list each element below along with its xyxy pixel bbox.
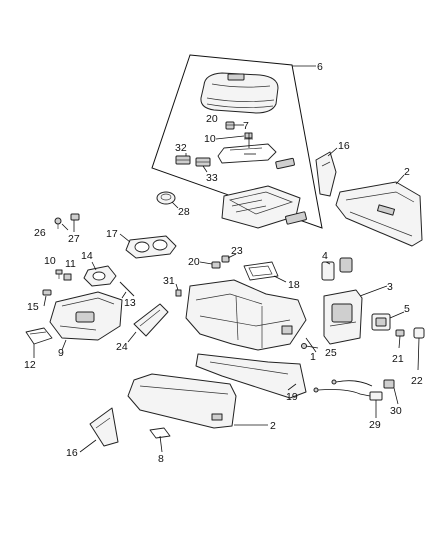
lid-assembly-frame — [151, 54, 323, 229]
plug-22 — [413, 327, 425, 339]
callout-25: 25 — [325, 347, 337, 359]
callout-9: 9 — [58, 347, 64, 359]
callout-28: 28 — [178, 206, 190, 218]
callout-16b: 16 — [66, 447, 78, 459]
outlet-bezel — [371, 313, 391, 331]
callout-14: 14 — [81, 250, 93, 262]
callout-18: 18 — [288, 279, 300, 291]
floor-pad — [243, 261, 279, 281]
trim-strip — [119, 281, 135, 297]
clip-23 — [221, 255, 230, 263]
callout-13: 13 — [124, 297, 136, 309]
side-trim-panel-lower — [127, 373, 237, 429]
switch-4 — [321, 257, 353, 281]
side-rail — [133, 303, 169, 337]
screw-upper — [244, 132, 253, 140]
callout-30: 30 — [390, 405, 402, 417]
callout-4: 4 — [322, 250, 328, 262]
lid-hinge-left — [175, 155, 191, 165]
lid-hinge-right — [195, 157, 211, 167]
callout-22: 22 — [411, 375, 423, 387]
fastener-26 — [54, 217, 62, 229]
callout-15: 15 — [27, 301, 39, 313]
callout-21: 21 — [392, 353, 404, 365]
leader-lines — [33, 65, 420, 453]
front-bezel — [49, 291, 123, 341]
cupholder-liner — [83, 265, 117, 287]
side-trim-panel-upper — [335, 181, 423, 247]
callout-8: 8 — [158, 453, 164, 465]
callout-31: 31 — [163, 275, 175, 287]
rear-panel — [323, 289, 363, 345]
callout-29: 29 — [369, 419, 381, 431]
callout-26: 26 — [34, 227, 46, 239]
callout-3: 3 — [387, 281, 393, 293]
callout-7: 7 — [243, 120, 249, 132]
armrest-lid — [200, 72, 279, 114]
callout-24: 24 — [116, 341, 128, 353]
clip-15 — [42, 289, 52, 296]
bolt-31 — [175, 289, 182, 297]
callout-19: 19 — [286, 391, 298, 403]
callout-2b: 2 — [270, 420, 276, 432]
callout-11: 11 — [65, 258, 76, 270]
side-cover-lower — [89, 407, 119, 447]
side-cover-upper — [315, 151, 337, 197]
lid-liner-plate — [217, 143, 277, 164]
callout-17: 17 — [106, 228, 118, 240]
fastener-25 — [301, 343, 307, 349]
callout-33: 33 — [206, 172, 218, 184]
callout-1: 1 — [310, 351, 316, 363]
floor-mat — [25, 327, 53, 345]
hinge-bracket — [275, 157, 295, 170]
wiring-harness — [313, 379, 395, 401]
cup-insert — [156, 191, 176, 205]
fastener-27 — [70, 213, 80, 221]
screw-left-10 — [55, 269, 63, 279]
small-pad — [149, 427, 171, 439]
callout-10a: 10 — [204, 133, 216, 145]
callout-23: 23 — [231, 245, 243, 257]
callout-20b: 20 — [188, 256, 200, 268]
callout-6: 6 — [317, 61, 323, 73]
callout-20a: 20 — [206, 113, 218, 125]
console-lower-rail — [195, 353, 307, 399]
console-base — [185, 279, 307, 351]
callout-12: 12 — [24, 359, 36, 371]
screw-left-11 — [63, 273, 72, 281]
storage-tray — [221, 185, 307, 229]
cupholder — [125, 235, 177, 259]
callout-16a: 16 — [338, 140, 350, 152]
callout-labels: 6 20 7 10 32 33 16 2 28 26 27 17 23 20 1… — [24, 61, 423, 465]
callout-2a: 2 — [404, 166, 410, 178]
plug-21 — [395, 329, 405, 337]
clip-upper — [225, 121, 235, 130]
callout-27: 27 — [68, 233, 80, 245]
callout-5: 5 — [404, 303, 410, 315]
clip-mid — [211, 261, 221, 269]
callout-10b: 10 — [44, 255, 56, 267]
callout-32: 32 — [175, 142, 187, 154]
